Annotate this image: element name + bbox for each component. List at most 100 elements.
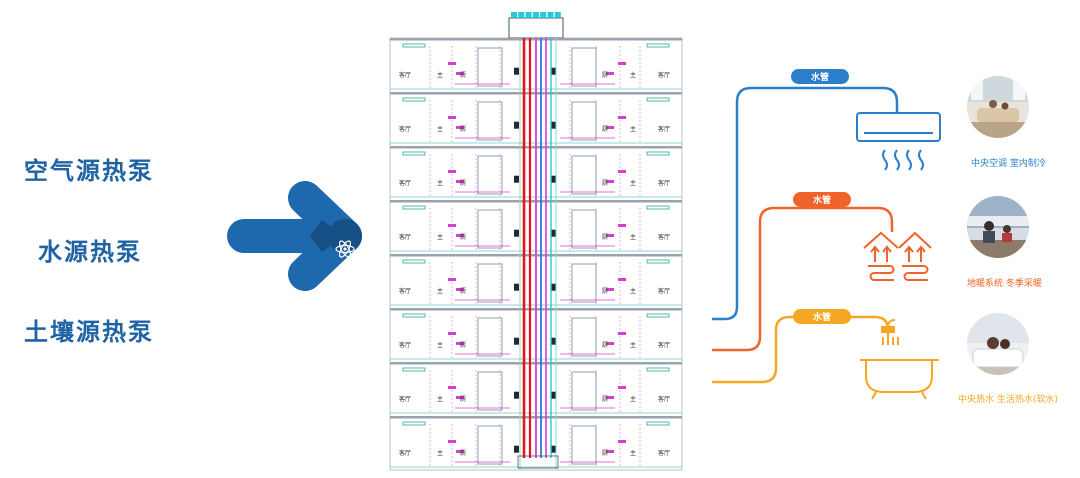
- floor-heating-icon: [863, 231, 932, 281]
- room-label: 厨: [602, 126, 608, 133]
- room-label: 客厅: [399, 233, 411, 241]
- fixture: [448, 224, 456, 227]
- source-water-heat-pump: 水源热泵: [38, 238, 142, 266]
- rooftop-fan: [532, 12, 539, 18]
- riser-connector: [551, 445, 556, 453]
- bathroom-right: [571, 371, 597, 411]
- bathroom-left: [477, 263, 503, 303]
- window-mark: [402, 205, 426, 210]
- bathroom-right: [571, 47, 597, 87]
- fixture: [606, 288, 614, 291]
- source-soil-heat-pump: 土壤源热泵: [24, 318, 154, 346]
- fixture: [456, 342, 464, 345]
- room-label: 主: [437, 71, 443, 79]
- bathroom-right: [571, 425, 597, 465]
- room-label: 主: [630, 233, 636, 241]
- fixture: [456, 234, 464, 237]
- room-label: 厨: [460, 342, 466, 349]
- room-label: 主: [630, 179, 636, 187]
- fixture: [448, 386, 456, 389]
- room-label: 客厅: [658, 179, 670, 187]
- fixture: [606, 180, 614, 183]
- hot-water-photo: [967, 313, 1029, 375]
- rooftop-fan: [518, 12, 525, 18]
- room-label: 厨: [602, 288, 608, 295]
- room-label: 客厅: [658, 71, 670, 79]
- fixture: [618, 440, 626, 443]
- source-air-heat-pump: 空气源热泵: [24, 157, 154, 185]
- bathroom-left: [477, 371, 503, 411]
- fixture: [456, 180, 464, 183]
- room-label: 厨: [460, 72, 466, 79]
- room-label: 客厅: [658, 341, 670, 349]
- room-label: 主: [630, 395, 636, 403]
- fixture: [606, 72, 614, 75]
- bathroom-right: [571, 155, 597, 195]
- room-label: 厨: [460, 288, 466, 295]
- room-label: 厨: [602, 234, 608, 241]
- fixture: [618, 62, 626, 65]
- riser-base: [517, 455, 559, 469]
- window-mark: [646, 313, 670, 318]
- room-label: 厨: [460, 180, 466, 187]
- rooftop-fan: [547, 12, 554, 18]
- window-mark: [646, 259, 670, 264]
- hot-water-caption: 中央热水 生活热水(软水): [958, 395, 1058, 405]
- bathroom-left: [477, 209, 503, 249]
- room-label: 客厅: [658, 395, 670, 403]
- bathtub-icon: [860, 319, 939, 400]
- room-label: 主: [437, 449, 443, 457]
- room-label: 厨: [602, 396, 608, 403]
- window-mark: [646, 421, 670, 426]
- bathroom-left: [477, 155, 503, 195]
- rooftop-fan: [554, 12, 561, 18]
- pipe-label-orange-text: 水管: [813, 194, 831, 206]
- room-label: 厨: [602, 450, 608, 457]
- window-mark: [646, 97, 670, 102]
- room-label: 主: [630, 449, 636, 457]
- pipe-label-yellow-text: 水管: [813, 311, 831, 323]
- room-label: 客厅: [399, 287, 411, 295]
- window-mark: [402, 259, 426, 264]
- bathroom-right: [571, 209, 597, 249]
- riser-connector: [551, 337, 556, 345]
- bathroom-left: [477, 317, 503, 357]
- riser-connector: [514, 67, 519, 75]
- room-label: 主: [437, 287, 443, 295]
- fixture: [618, 116, 626, 119]
- cooling-photo: [967, 76, 1029, 138]
- room-label: 厨: [460, 396, 466, 403]
- window-mark: [646, 205, 670, 210]
- riser-connector: [514, 283, 519, 291]
- riser-connector: [514, 337, 519, 345]
- room-label: 主: [437, 179, 443, 187]
- heating-caption: 地暖系统 冬季采暖: [967, 279, 1042, 289]
- room-label: 厨: [460, 234, 466, 241]
- room-label: 主: [630, 125, 636, 133]
- cooling-caption: 中央空调 室内制冷: [971, 159, 1046, 169]
- bathroom-left: [477, 425, 503, 465]
- window-mark: [402, 367, 426, 372]
- pipe-blue: [712, 86, 899, 321]
- riser-connector: [551, 175, 556, 183]
- room-label: 客厅: [658, 233, 670, 241]
- riser-connector: [551, 121, 556, 129]
- room-label: 主: [437, 233, 443, 241]
- room-label: 厨: [602, 342, 608, 349]
- fixture: [606, 234, 614, 237]
- fixture: [606, 342, 614, 345]
- bathroom-right: [571, 101, 597, 141]
- fixture: [448, 332, 456, 335]
- riser-connector: [551, 283, 556, 291]
- pipe-label-orange: [793, 192, 851, 207]
- bathroom-left: [477, 101, 503, 141]
- fixture: [618, 332, 626, 335]
- room-label: 客厅: [399, 71, 411, 79]
- fixture: [606, 126, 614, 129]
- room-label: 主: [630, 71, 636, 79]
- heating-photo: [967, 196, 1029, 258]
- room-label: 主: [630, 287, 636, 295]
- window-mark: [402, 151, 426, 156]
- pipe-label-yellow: [793, 309, 851, 324]
